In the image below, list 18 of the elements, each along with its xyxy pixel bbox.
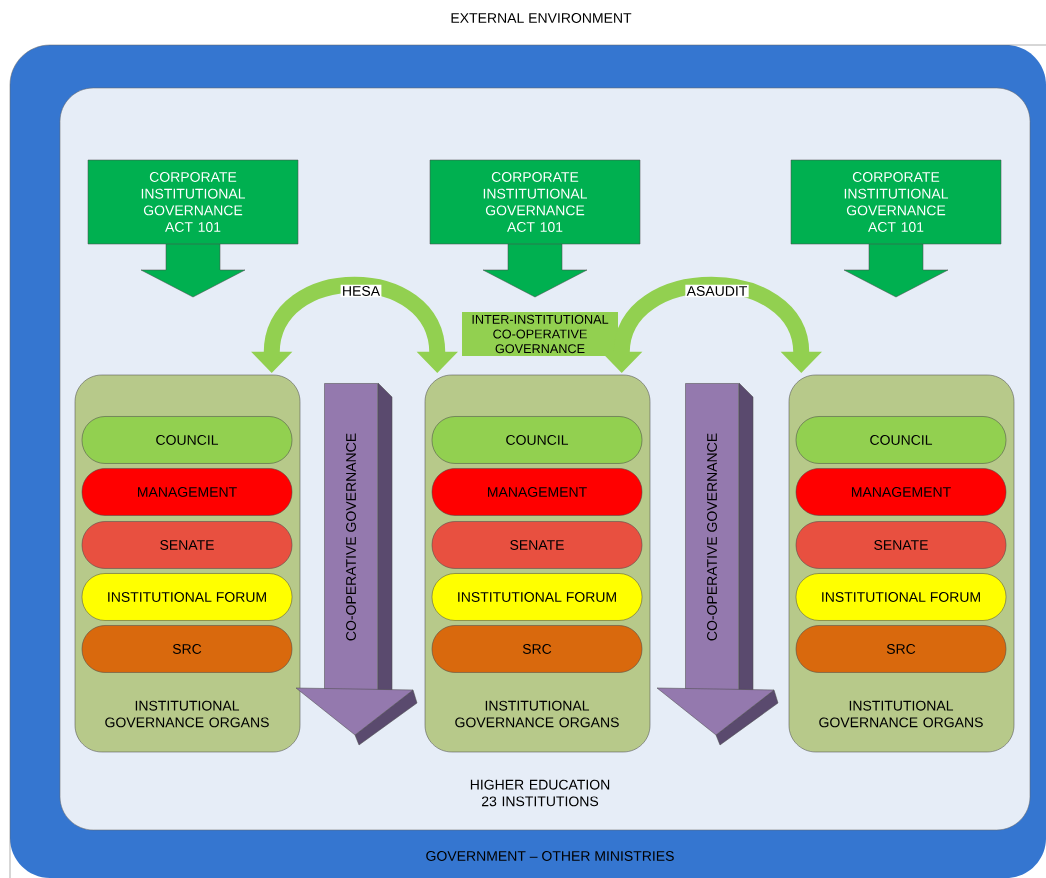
organ-pill: MANAGEMENT — [795, 468, 1007, 516]
organ-pill: MANAGEMENT — [81, 468, 293, 516]
organ-pill: MANAGEMENT — [431, 468, 643, 516]
organ-pill: INSTITUTIONAL FORUM — [795, 573, 1007, 621]
organ-pill: SRC — [795, 625, 1007, 673]
organ-pill: INSTITUTIONAL FORUM — [431, 573, 643, 621]
organ-pill: INSTITUTIONAL FORUM — [81, 573, 293, 621]
organ-pill: COUNCIL — [795, 416, 1007, 464]
ribbon-band: INTER-INSTITUTIONAL CO-OPERATIVE GOVERNANCE — [462, 312, 618, 356]
organ-pill: COUNCIL — [81, 416, 293, 464]
organ-pill: COUNCIL — [431, 416, 643, 464]
node-label: INTER-INSTITUTIONAL CO-OPERATIVE GOVERNANCE — [472, 314, 609, 354]
organ-pill: SENATE — [431, 521, 643, 569]
organ-pill: SENATE — [81, 521, 293, 569]
organ-pill: SRC — [81, 625, 293, 673]
heading: EXTERNAL ENVIRONMENT — [451, 13, 632, 23]
organ-pill: SENATE — [795, 521, 1007, 569]
organ-pill: SRC — [431, 625, 643, 673]
